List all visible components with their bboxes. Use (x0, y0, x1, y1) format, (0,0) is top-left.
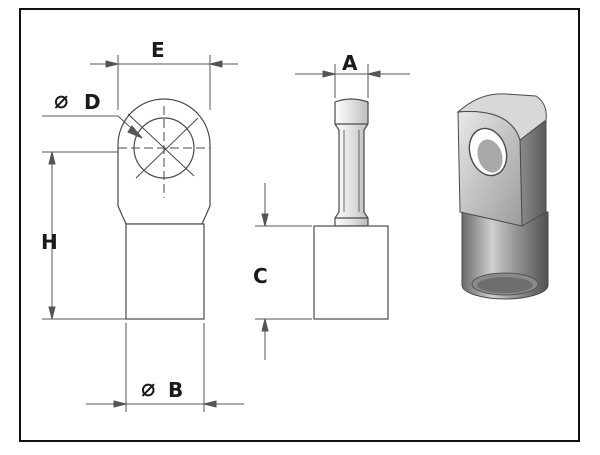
label-c: C (253, 264, 268, 288)
dimension-b (86, 323, 244, 412)
hole-centerlines (118, 106, 210, 198)
dimension-c (255, 183, 312, 360)
rod-end-3d-render (456, 93, 549, 300)
diameter-symbol-d: ⌀ (54, 86, 68, 114)
dimension-a (295, 64, 410, 98)
label-h: H (41, 230, 58, 254)
label-d: D (84, 90, 101, 114)
front-shank (125, 223, 205, 320)
side-shank (313, 225, 389, 320)
dimension-h (42, 151, 126, 320)
label-b: B (168, 378, 183, 402)
side-head (334, 98, 369, 227)
label-e: E (151, 38, 165, 62)
dimension-e (90, 55, 238, 110)
diameter-symbol-b: ⌀ (141, 374, 155, 402)
dimension-d (42, 115, 143, 139)
side-view (313, 98, 389, 320)
label-a: A (342, 51, 358, 75)
